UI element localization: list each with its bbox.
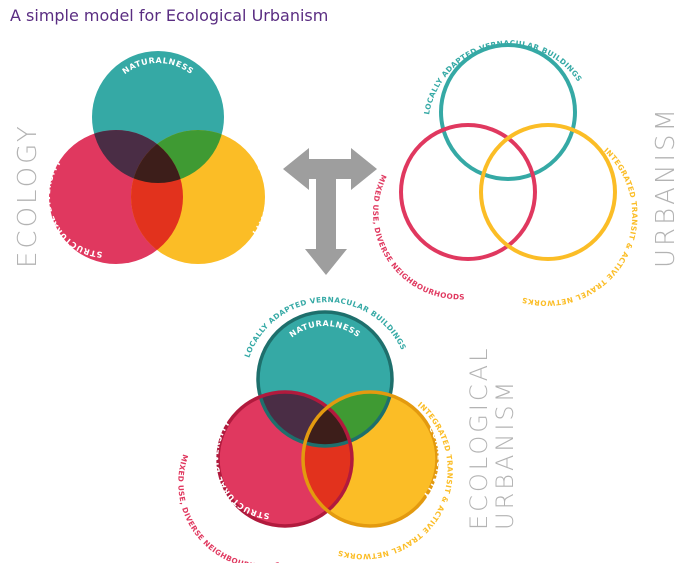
ecological-urbanism-label: URBANISM: [491, 379, 519, 530]
combined-teal-ring: [256, 310, 394, 448]
ecological-label: ECOLOGICAL: [465, 346, 493, 530]
transit-networks-ring: [479, 123, 617, 261]
page-title: A simple model for Ecological Urbanism: [10, 6, 329, 25]
three-way-arrow-icon: [283, 148, 377, 275]
vernacular-buildings-ring: [439, 43, 577, 181]
combined-yellow-ring: [301, 390, 439, 528]
combined-overlap-center: [303, 392, 352, 446]
ecological-urbanism-venn: NATURALNESS STRUCTURAL DIVERSITY CONNECT…: [176, 295, 454, 563]
svg-text:LOCALLY ADAPTED VERNACULAR BUI: LOCALLY ADAPTED VERNACULAR BUILDINGS: [422, 39, 584, 116]
ecology-venn: NATURALNESS STRUCTURAL DIVERSITY CONNECT…: [43, 51, 272, 264]
urbanism-label: URBANISM: [651, 106, 681, 268]
vernacular-buildings-label: LOCALLY ADAPTED VERNACULAR BUILDINGS: [422, 39, 583, 116]
overlap-center: [131, 130, 183, 183]
combined-red-ring: [216, 390, 354, 528]
urbanism-venn: [399, 43, 617, 261]
mixed-use-ring: [399, 123, 537, 261]
ecology-label: ECOLOGY: [13, 123, 43, 268]
